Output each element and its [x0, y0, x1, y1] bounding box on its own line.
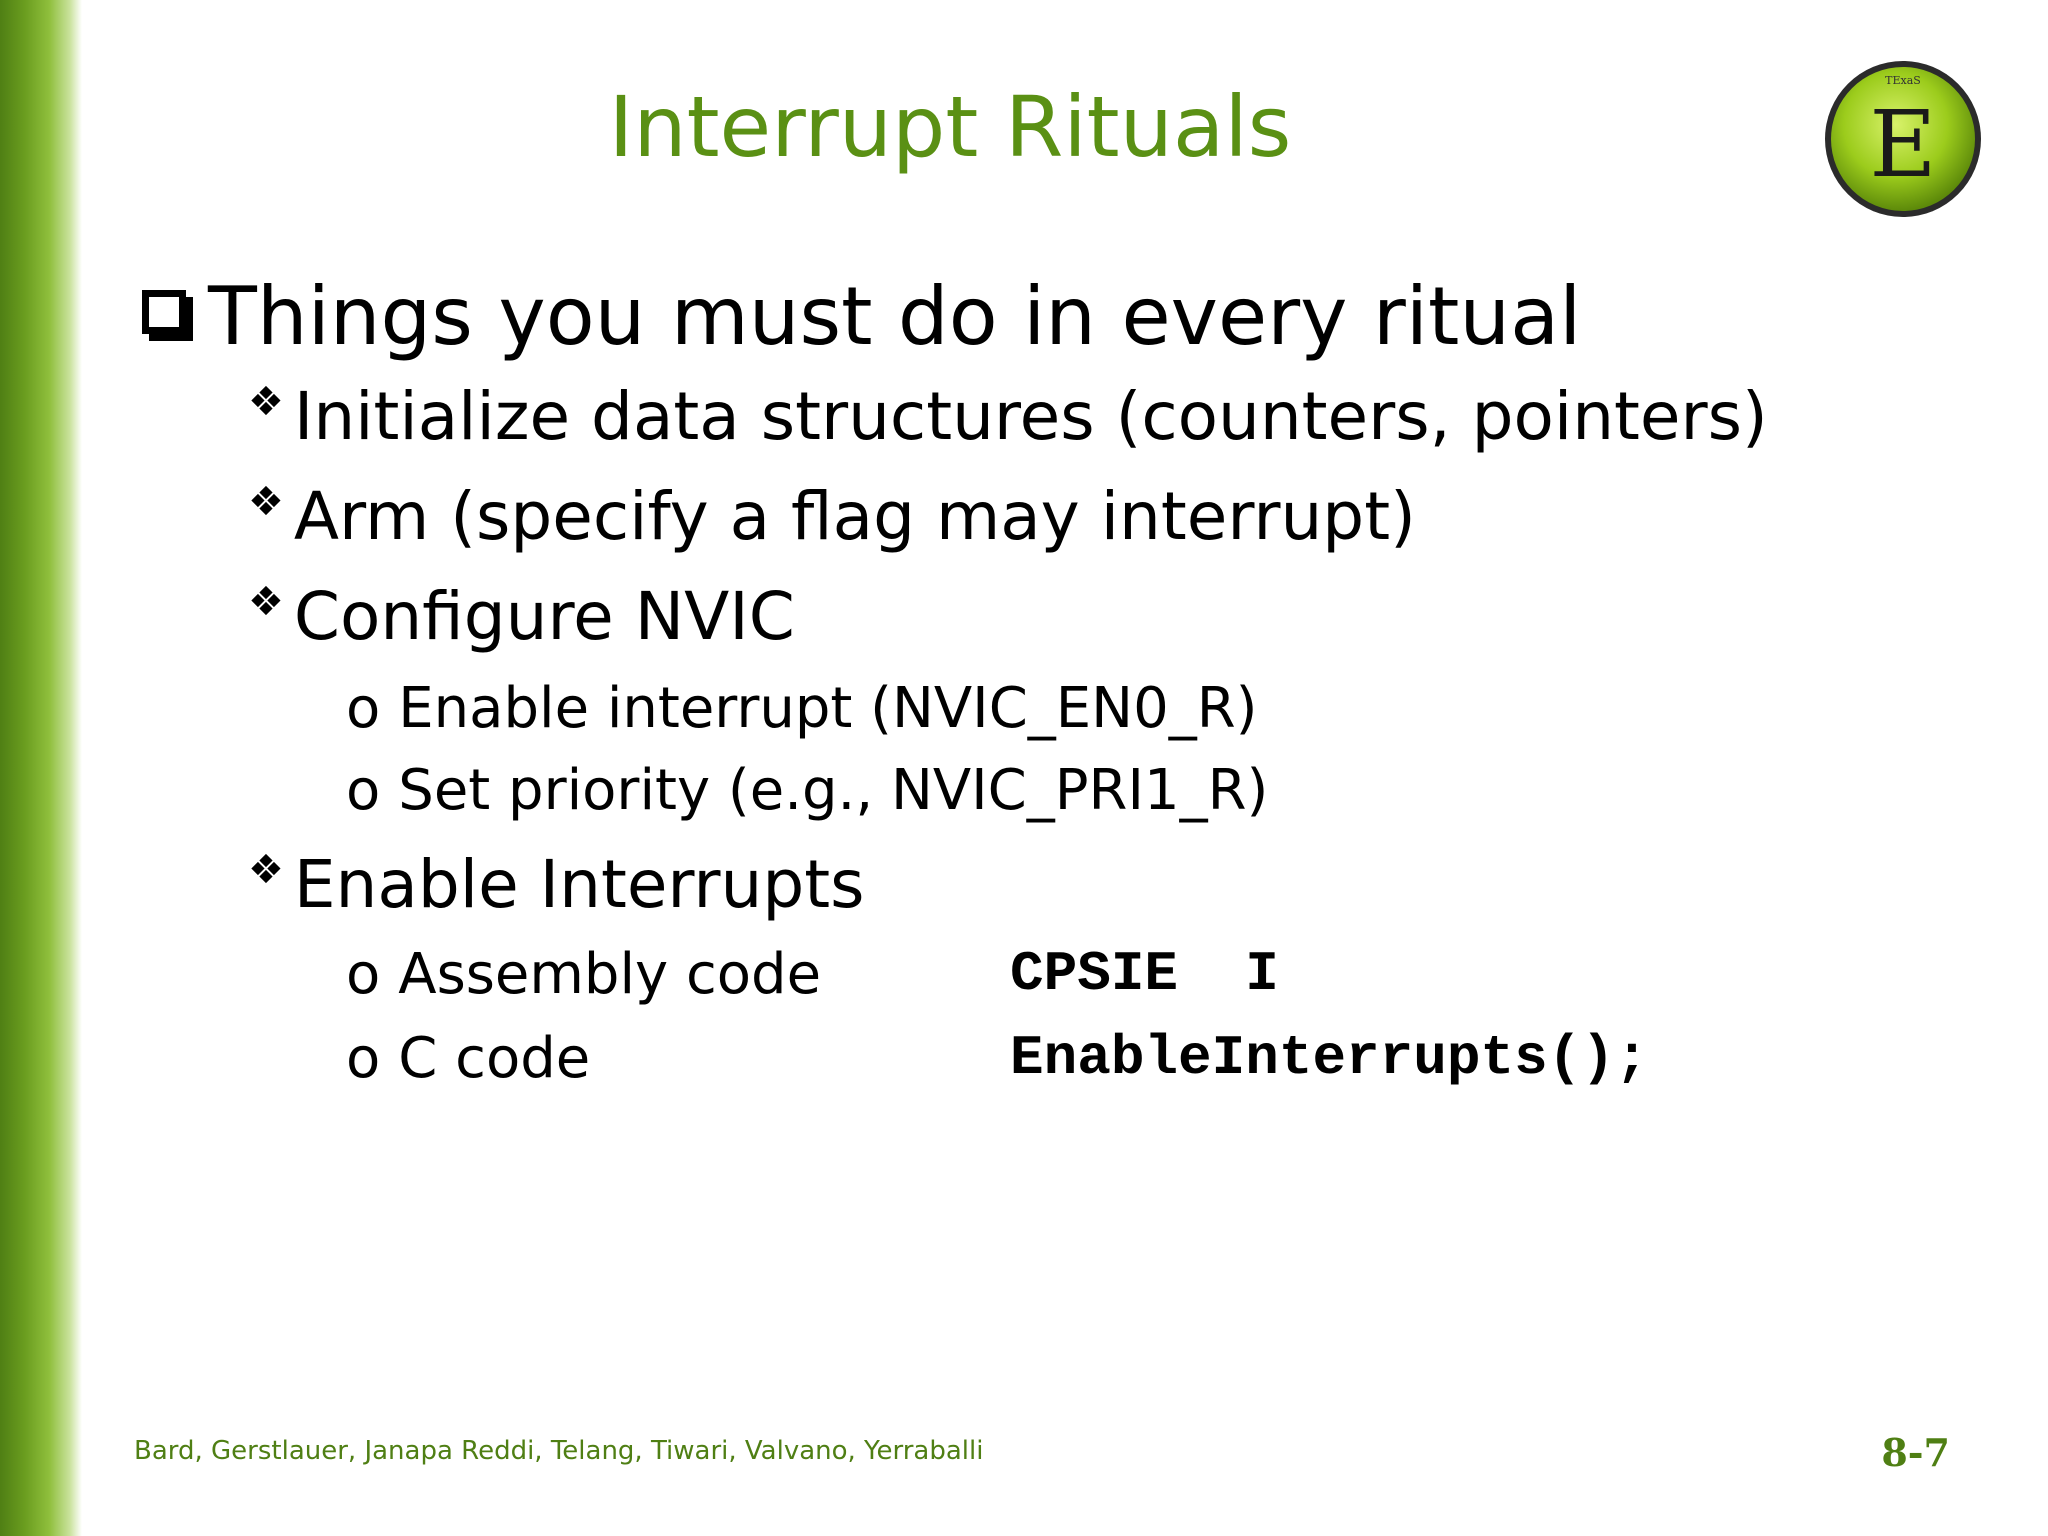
- list-item-text: Initialize data structures (counters, po…: [293, 378, 1768, 455]
- list-item-text: Configure NVIC: [293, 578, 795, 655]
- assembly-code: CPSIE I: [1010, 942, 1279, 1006]
- sub-list-item-text: Set priority (e.g., NVIC_PRI1_R): [398, 758, 1269, 823]
- list-item: ❖Arm (specify a flag may interrupt): [248, 478, 1416, 555]
- square-bullet-icon: [142, 290, 186, 334]
- page-number: 8-7: [1881, 1430, 1950, 1475]
- sub-list-item: o Assembly code: [346, 942, 821, 1007]
- circle-bullet: o: [346, 1026, 381, 1091]
- logo-letter: E: [1869, 91, 1936, 198]
- diamond-bullet-icon: ❖: [248, 579, 284, 625]
- circle-bullet: o: [346, 676, 381, 741]
- diamond-bullet-icon: ❖: [248, 847, 284, 893]
- sub-list-item: o C code: [346, 1026, 590, 1091]
- logo-top-text: TExaS: [1885, 74, 1921, 87]
- texas-logo-icon: TExaS E: [1825, 61, 1981, 217]
- list-item-text: Enable Interrupts: [293, 846, 865, 923]
- sub-list-item: o Set priority (e.g., NVIC_PRI1_R): [346, 758, 1268, 823]
- diamond-bullet-icon: ❖: [248, 479, 284, 525]
- list-item: ❖Configure NVIC: [248, 578, 795, 655]
- circle-bullet: o: [346, 942, 381, 1007]
- sub-list-item-text: Assembly code: [398, 942, 822, 1007]
- left-accent-bar: [0, 0, 82, 1536]
- main-bullet-text: Things you must do in every ritual: [208, 270, 1582, 363]
- slide-title: Interrupt Rituals: [608, 78, 1292, 176]
- sub-list-item-text: C code: [398, 1026, 591, 1091]
- list-item-text: Arm (specify a flag may interrupt): [293, 478, 1416, 555]
- diamond-bullet-icon: ❖: [248, 379, 284, 425]
- list-item: ❖Enable Interrupts: [248, 846, 865, 923]
- circle-bullet: o: [346, 758, 381, 823]
- main-bullet: Things you must do in every ritual: [142, 270, 1581, 363]
- sub-list-item: o Enable interrupt (NVIC_EN0_R): [346, 676, 1257, 741]
- list-item: ❖Initialize data structures (counters, p…: [248, 378, 1768, 455]
- sub-list-item-text: Enable interrupt (NVIC_EN0_R): [398, 676, 1258, 741]
- c-code: EnableInterrupts();: [1010, 1026, 1649, 1090]
- footer-authors: Bard, Gerstlauer, Janapa Reddi, Telang, …: [134, 1436, 984, 1466]
